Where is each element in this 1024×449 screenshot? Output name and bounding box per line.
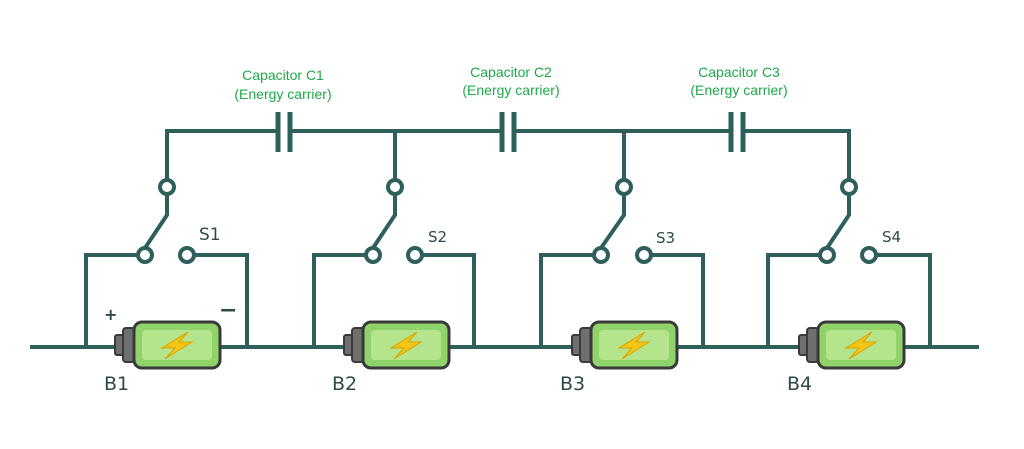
switch-s2-right-contact: [406, 246, 424, 264]
capacitor-bus-wire: [165, 129, 851, 189]
switch-s1-right-contact: [178, 246, 196, 264]
bolt-icon: [844, 331, 878, 360]
capacitor-c1-note: (Energy carrier): [234, 86, 331, 102]
switch-contacts: [136, 178, 878, 264]
switch-pole-s3: [598, 192, 626, 251]
switch-s1-left-contact: [136, 246, 154, 264]
capacitor-c1-label: Capacitor C1: [242, 67, 324, 83]
battery-b4-label: B4: [787, 373, 812, 395]
switch-s4-label: S4: [882, 228, 901, 246]
capacitor-c3-label: Capacitor C3: [698, 64, 780, 80]
battery-b2: [343, 320, 451, 370]
switch-pole-s2: [370, 192, 397, 251]
switch-s4-common-contact: [840, 178, 858, 196]
battery-b4: [798, 320, 906, 370]
switch-loop-s3: [539, 253, 705, 349]
battery-b2-label: B2: [332, 373, 357, 395]
switch-s3-right-contact: [635, 246, 653, 264]
switch-pole-s4: [824, 192, 851, 251]
switch-s1-common-contact: [158, 178, 176, 196]
switch-loop-s4: [766, 253, 932, 349]
switch-loop-s1: [84, 253, 249, 349]
capacitor-c2-label: Capacitor C2: [470, 64, 552, 80]
bolt-icon: [389, 331, 423, 360]
battery-b1-label: B1: [104, 373, 129, 395]
battery-b1: [114, 320, 222, 370]
switch-s2-left-contact: [364, 246, 382, 264]
bolt-icon: [160, 331, 194, 360]
switch-s4-left-contact: [818, 246, 836, 264]
positive-terminal-mark: +: [104, 305, 117, 324]
switch-s2-label: S2: [428, 228, 447, 246]
switch-s1-label: S1: [199, 225, 221, 245]
battery-b3-label: B3: [560, 373, 585, 395]
switch-s2-common-contact: [386, 178, 404, 196]
capacitor-plates: [275, 112, 746, 152]
bolt-icon: [617, 331, 651, 360]
battery-b3: [571, 320, 679, 370]
switch-loop-s2: [312, 253, 476, 349]
capacitor-c2-note: (Energy carrier): [462, 82, 559, 98]
wires: [30, 129, 979, 349]
switch-s3-label: S3: [656, 229, 675, 247]
switch-s3-left-contact: [592, 246, 610, 264]
switch-s4-right-contact: [860, 246, 878, 264]
switch-s3-common-contact: [615, 178, 633, 196]
negative-terminal-mark: −: [219, 298, 237, 323]
switch-pole-s1: [142, 192, 169, 251]
capacitor-c3-note: (Energy carrier): [690, 82, 787, 98]
